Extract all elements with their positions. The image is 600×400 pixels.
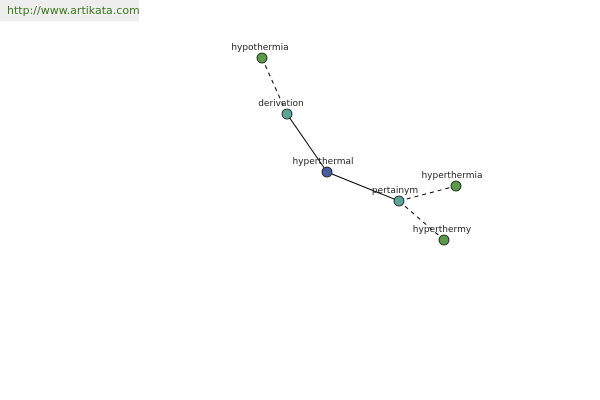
watermark-url: http://www.artikata.com (0, 0, 140, 21)
node-label-hyperthermal: hyperthermal (292, 157, 353, 167)
edge-derivation-hyperthermal (286, 113, 328, 173)
node-pertainym[interactable] (393, 195, 405, 207)
edge-hyperthermal-pertainym (326, 171, 400, 202)
node-label-derivation: derivation (258, 99, 304, 109)
edge-pertainym-hyperthermia (398, 185, 457, 202)
edge-hypothermia-derivation (261, 57, 288, 115)
node-hypothermia[interactable] (256, 52, 268, 64)
node-label-hypothermia: hypothermia (231, 43, 288, 53)
node-label-pertainym: pertainym (372, 186, 418, 196)
edges-layer (261, 57, 457, 241)
nodes-layer (256, 52, 462, 246)
node-hyperthermal[interactable] (321, 166, 333, 178)
node-label-hyperthermy: hyperthermy (413, 225, 472, 235)
node-label-hyperthermia: hyperthermia (421, 171, 482, 181)
node-hyperthermia[interactable] (450, 180, 462, 192)
edge-pertainym-hyperthermy (398, 200, 445, 241)
labels-layer: hypothermia derivation hyperthermal pertain… (231, 43, 482, 235)
node-hyperthermy[interactable] (438, 234, 450, 246)
node-derivation[interactable] (281, 108, 293, 120)
